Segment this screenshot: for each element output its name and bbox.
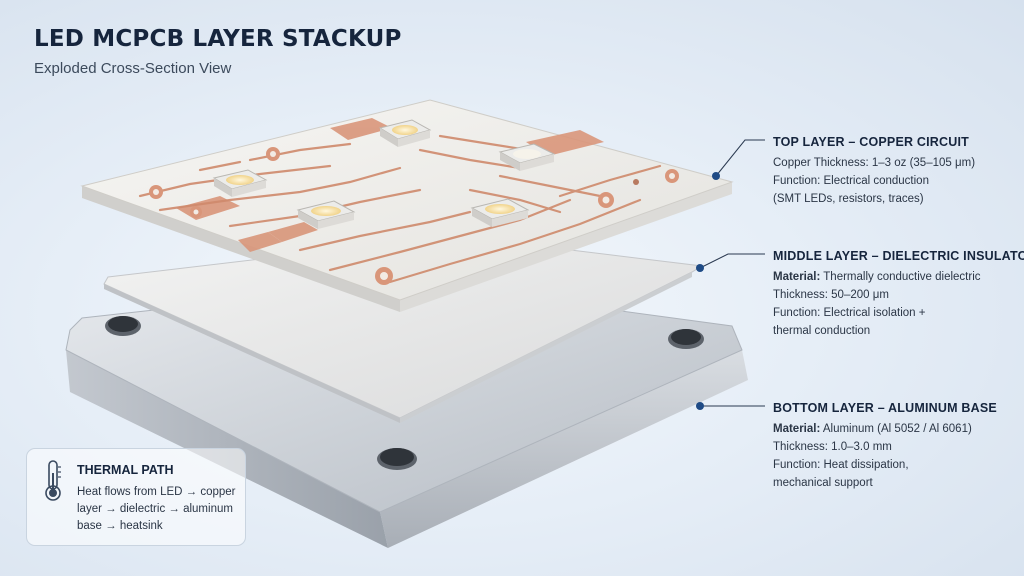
led-component-5 xyxy=(470,198,530,227)
copper-vias xyxy=(149,147,679,285)
dielectric-layer xyxy=(103,235,704,423)
bottom-layer-function: Function: Heat dissipation, xyxy=(773,459,909,471)
thermometer-icon xyxy=(45,460,61,501)
led-component-2 xyxy=(498,143,556,171)
led-component-1 xyxy=(378,119,432,147)
bottom-layer-callout: BOTTOM LAYER – ALUMINUM BASE Material: A… xyxy=(773,399,1019,492)
bottom-layer-material: Material: Aluminum (Al 5052 / Al 6061) xyxy=(773,420,1019,438)
middle-layer-callout: MIDDLE LAYER – DIELECTRIC INSULATOR Mate… xyxy=(773,247,1024,340)
callout-markers xyxy=(696,172,720,410)
thermal-path-box: THERMAL PATH Heat flows from LED → coppe… xyxy=(26,448,246,546)
led-component-3 xyxy=(212,169,268,197)
copper-circuit-layer xyxy=(80,99,734,312)
bottom-layer-material-key: Material: xyxy=(773,423,821,435)
top-layer-heading: TOP LAYER – COPPER CIRCUIT xyxy=(773,135,969,149)
page-title: LED MCPCB LAYER STACKUP xyxy=(34,26,402,52)
bottom-layer-material-value: Aluminum (Al 5052 / Al 6061) xyxy=(820,423,972,435)
led-component-4 xyxy=(296,200,356,229)
top-layer-function: Function: Electrical conduction xyxy=(773,175,929,187)
middle-layer-material-value: Thermally conductive dielectric xyxy=(820,271,981,283)
middle-layer-heading: MIDDLE LAYER – DIELECTRIC INSULATOR xyxy=(773,249,1024,263)
middle-layer-function-detail: thermal conduction xyxy=(773,325,871,337)
bottom-layer-thickness: Thickness: 1.0–3.0 mm xyxy=(773,441,892,453)
thermal-path-description: Heat flows from LED → copper layer → die… xyxy=(77,486,236,532)
middle-layer-material-key: Material: xyxy=(773,271,821,283)
middle-layer-material: Material: Thermally conductive dielectri… xyxy=(773,268,1019,286)
middle-layer-function: Function: Electrical isolation + xyxy=(773,307,926,319)
bottom-layer-heading: BOTTOM LAYER – ALUMINUM BASE xyxy=(773,401,997,415)
callout-leader-lines xyxy=(699,139,765,407)
bottom-layer-function-detail: mechanical support xyxy=(773,477,873,489)
page-subtitle: Exploded Cross-Section View xyxy=(34,60,232,77)
middle-layer-thickness: Thickness: 50–200 μm xyxy=(773,289,889,301)
top-layer-callout: TOP LAYER – COPPER CIRCUIT Copper Thickn… xyxy=(773,133,1019,208)
top-layer-function-detail: (SMT LEDs, resistors, traces) xyxy=(773,193,924,205)
thermal-path-heading: THERMAL PATH xyxy=(77,463,174,477)
top-layer-copper-thickness: Copper Thickness: 1–3 oz (35–105 μm) xyxy=(773,157,976,169)
